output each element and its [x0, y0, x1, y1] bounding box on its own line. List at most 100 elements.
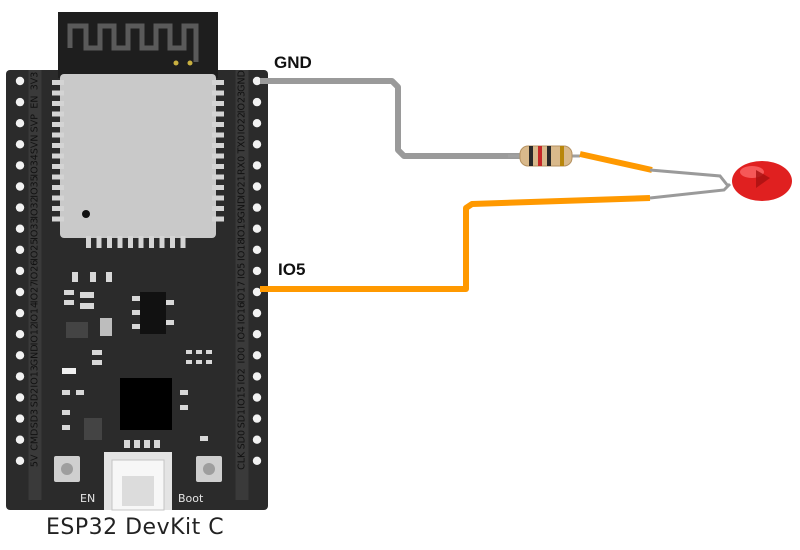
pin-io13: [15, 372, 25, 381]
pin-io34: [15, 161, 25, 170]
right-pin-label: RX0: [237, 156, 248, 175]
module-pad: [96, 236, 102, 248]
module-pad: [138, 236, 144, 248]
left-pin-label: SVN: [30, 134, 41, 154]
module-pad: [212, 80, 224, 85]
pin-tx0: [252, 140, 262, 149]
module-pad: [212, 101, 224, 106]
gnd-wire-label: GND: [274, 53, 312, 72]
left-pin-label: IO26: [30, 260, 41, 282]
pin-cmd: [15, 435, 25, 444]
pin-io25: [15, 245, 25, 254]
right-pin-label: CLK: [237, 451, 248, 470]
pin-sd2: [15, 393, 25, 402]
module-pad: [212, 122, 224, 127]
pin-rx0: [252, 161, 262, 170]
en-button-label: EN: [80, 492, 95, 505]
module-pad: [52, 80, 64, 85]
pin-io17: [252, 287, 262, 297]
pin-5v: [15, 456, 25, 465]
pin-io12: [15, 330, 25, 339]
pin-io0: [252, 351, 262, 360]
module-pad: [180, 236, 186, 248]
io5-wire-label: IO5: [278, 260, 305, 279]
left-pin-label: IO14: [30, 302, 41, 324]
module-pad: [212, 132, 224, 138]
left-pin-label: IO12: [30, 323, 41, 345]
pin-io15: [252, 393, 262, 402]
pin-io22: [252, 119, 262, 128]
left-pin-label: GND: [30, 344, 41, 366]
pin-io33: [15, 224, 25, 233]
module-pad: [212, 174, 224, 180]
resistor-band: [560, 146, 564, 166]
module-pad: [52, 132, 64, 138]
module-pad: [52, 206, 64, 211]
left-pin-label: IO32: [30, 196, 41, 218]
module-pad: [52, 122, 64, 127]
left-pin-label: SD3: [30, 409, 41, 428]
resistor: [519, 145, 573, 167]
right-pin-label: SD0: [237, 430, 248, 449]
right-pin-label: IO19: [237, 218, 248, 240]
resistor-band: [547, 146, 551, 166]
boot-button-label: Boot: [178, 492, 204, 505]
pin-svn: [15, 140, 25, 149]
module-pad: [212, 90, 224, 96]
right-pin-label: IO23: [237, 91, 248, 113]
module-pad: [212, 111, 224, 117]
red-led: [732, 161, 792, 201]
board-caption: ESP32 DevKit C: [46, 515, 225, 540]
pin-io27: [15, 287, 25, 297]
left-pin-label: SVP: [30, 114, 41, 133]
module-pad: [86, 236, 91, 248]
left-pin-label: IO13: [30, 365, 41, 387]
module-pad: [170, 236, 175, 248]
pin-sd1: [252, 414, 262, 423]
left-pin-label: IO35: [30, 175, 41, 197]
pin-io18: [252, 245, 262, 254]
module-pads: [52, 80, 224, 248]
pin-sd3: [15, 414, 25, 423]
left-pin-labels: 3V3ENSVPSVNIO34IO35IO32IO33IO25IO26IO27I…: [30, 72, 41, 467]
pin-io4: [252, 330, 262, 339]
led-leg-anode: [649, 182, 732, 200]
module-pad: [159, 236, 165, 248]
pin-svp: [15, 119, 25, 128]
pin-io21: [252, 182, 262, 191]
left-pin-label: IO34: [30, 154, 41, 176]
wroom-module: [60, 74, 216, 238]
pin-gnd: [252, 203, 262, 212]
antenna-trace: [67, 23, 199, 62]
pin-io32: [15, 203, 25, 212]
resistor-band: [538, 146, 542, 166]
right-pin-label: GND: [237, 197, 248, 219]
module-pad: [52, 216, 64, 222]
right-pin-label: GND: [237, 70, 248, 92]
board-components: [62, 272, 212, 448]
pin-io23: [252, 97, 262, 107]
pin-io19: [252, 224, 262, 233]
pin-3v3: [15, 76, 25, 86]
left-pin-label: 5V: [30, 454, 41, 467]
right-pin-header: [252, 76, 262, 465]
right-pin-label: IO15: [237, 386, 248, 408]
pin-gnd: [15, 351, 25, 360]
pin-io16: [252, 308, 262, 318]
right-pin-label: IO16: [237, 302, 248, 324]
resistor-band: [529, 146, 533, 166]
module-pad: [149, 236, 154, 248]
module-pad: [107, 236, 112, 248]
left-pin-label: CMD: [30, 429, 41, 451]
module-pad: [212, 164, 224, 169]
right-pin-label: SD1: [237, 409, 248, 428]
module-pad: [212, 185, 224, 190]
module-pad: [212, 206, 224, 211]
pin-io14: [15, 308, 25, 318]
right-pin-label: IO5: [237, 263, 248, 279]
module-pad: [212, 143, 224, 148]
module-pad: [52, 143, 64, 148]
right-pin-label: IO17: [237, 281, 248, 303]
pin-sd0: [252, 435, 262, 444]
